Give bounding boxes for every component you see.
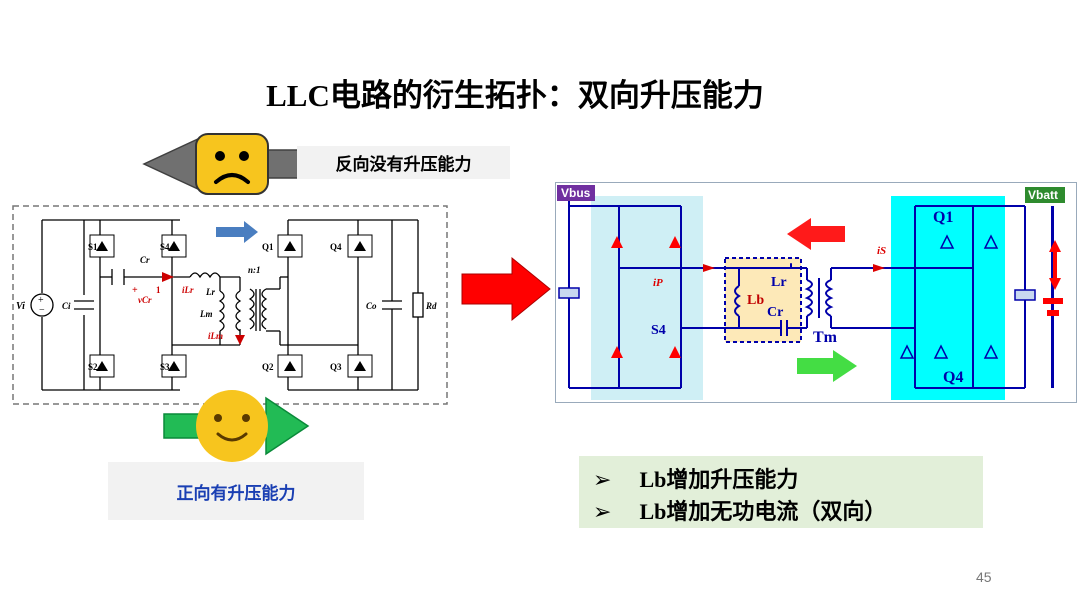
svg-text:Q4: Q4 <box>330 242 342 252</box>
svg-text:iLm: iLm <box>208 331 223 341</box>
reverse-flow-arrow <box>787 218 845 250</box>
svg-text:−: − <box>39 305 45 316</box>
svg-text:Q3: Q3 <box>330 362 342 372</box>
forward-direction-graphic <box>163 390 310 462</box>
svg-text:Cr: Cr <box>140 255 150 265</box>
svg-text:Vbus: Vbus <box>561 186 591 200</box>
svg-text:Rd: Rd <box>425 301 437 311</box>
svg-text:Q1: Q1 <box>933 209 953 226</box>
svg-text:Q1: Q1 <box>262 242 274 252</box>
svg-text:iS: iS <box>877 245 886 257</box>
forward-flow-arrow <box>797 350 857 382</box>
svg-text:Lb: Lb <box>747 293 764 308</box>
big-red-arrow <box>461 256 551 322</box>
input-switches <box>89 234 373 378</box>
svg-text:Tm: Tm <box>813 329 838 346</box>
svg-text:iLr: iLr <box>182 285 194 295</box>
page-title: LLC电路的衍生拓扑：双向升压能力 <box>266 78 764 114</box>
benefits-panel: ➢Lb增加升压能力 ➢Lb增加无功电流（双向） <box>579 456 983 528</box>
sad-face-icon <box>195 133 269 195</box>
svg-text:Q4: Q4 <box>943 369 963 386</box>
svg-text:S3: S3 <box>160 362 170 372</box>
svg-text:S4: S4 <box>651 323 666 338</box>
svg-text:Cr: Cr <box>767 305 783 320</box>
svg-text:+: + <box>38 295 44 306</box>
svg-text:Vbatt: Vbatt <box>1028 188 1058 202</box>
svg-text:n:1: n:1 <box>248 265 261 275</box>
svg-text:Lr: Lr <box>771 275 787 290</box>
page-number: 45 <box>976 569 992 585</box>
svg-text:Q2: Q2 <box>262 362 274 372</box>
bidirectional-llc-circuit: Vbus Vbatt iP iS Lr Lb Cr S4 Tm Q1 Q4 <box>555 182 1077 403</box>
svg-text:vCr: vCr <box>138 295 152 305</box>
svg-text:S4: S4 <box>160 242 170 252</box>
forward-boost-label: 正向有升压能力 <box>108 462 364 520</box>
forward-flow-arrow <box>216 221 258 243</box>
svg-text:S2: S2 <box>88 362 98 372</box>
reverse-direction-graphic <box>142 133 300 195</box>
svg-text:Co: Co <box>366 301 377 311</box>
svg-text:+: + <box>132 285 138 296</box>
svg-text:1: 1 <box>156 285 161 295</box>
svg-text:S1: S1 <box>88 242 98 252</box>
happy-face-icon <box>196 390 268 462</box>
reverse-no-boost-label: 反向没有升压能力 <box>297 146 510 179</box>
svg-text:Lr: Lr <box>205 287 215 297</box>
svg-text:Vi: Vi <box>16 301 25 312</box>
benefit-item: ➢Lb增加升压能力 <box>593 467 799 493</box>
svg-text:iP: iP <box>653 277 663 289</box>
benefit-item: ➢Lb增加无功电流（双向） <box>593 499 887 525</box>
llc-circuit-diagram: +− Vi Ci Co Rd Cr Lr Lm n:1 iLr iLm vCr … <box>12 205 448 405</box>
svg-text:Lm: Lm <box>199 309 213 319</box>
svg-text:Ci: Ci <box>62 301 71 311</box>
